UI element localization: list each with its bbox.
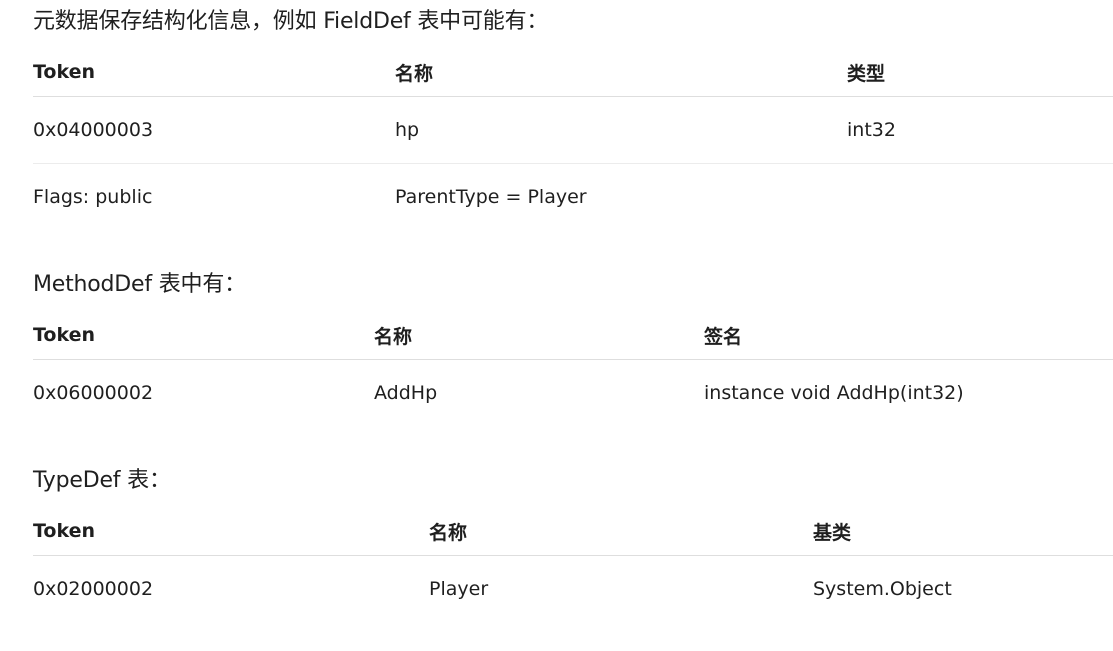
column-header-name: 名称 xyxy=(374,311,704,360)
table-header-row: Token 名称 类型 xyxy=(33,48,1113,97)
methoddef-table: Token 名称 签名 0x06000002 AddHp instance vo… xyxy=(33,311,1113,426)
table-cell: 0x06000002 xyxy=(33,382,154,404)
methoddef-paragraph: MethodDef 表中有： xyxy=(33,272,246,297)
column-header-token: Token xyxy=(33,311,374,360)
column-header-type: 类型 xyxy=(847,48,1113,97)
intro-paragraph: 元数据保存结构化信息，例如 FieldDef 表中可能有： xyxy=(33,9,549,34)
table-row: 0x06000002 AddHp instance void AddHp(int… xyxy=(33,360,1113,427)
table-cell: instance void AddHp(int32) xyxy=(704,382,964,404)
column-header-token: Token xyxy=(33,507,429,556)
table-row: 0x04000003 hp int32 xyxy=(33,96,1113,164)
column-header-signature: 签名 xyxy=(704,311,1113,360)
typedef-paragraph: TypeDef 表： xyxy=(33,468,171,493)
table-cell: int32 xyxy=(847,96,1113,164)
table-cell: ParentType = Player xyxy=(395,186,587,208)
table-cell: 0x04000003 xyxy=(33,96,395,164)
table-cell: Flags: public xyxy=(33,186,153,208)
table-row: 0x02000002 Player System.Object xyxy=(33,556,1113,623)
column-header-name: 名称 xyxy=(395,48,847,97)
table-cell xyxy=(847,164,1113,231)
column-header-name: 名称 xyxy=(429,507,813,556)
table-cell: Player xyxy=(429,578,489,600)
table-cell: AddHp xyxy=(374,382,438,404)
table-cell: System.Object xyxy=(813,578,952,600)
typedef-table: Token 名称 基类 0x02000002 Player System.Obj… xyxy=(33,507,1113,622)
table-header-row: Token 名称 签名 xyxy=(33,311,1113,360)
fielddef-table: Token 名称 类型 0x04000003 hp int32 Flags: p… xyxy=(33,48,1113,230)
table-cell: hp xyxy=(395,96,847,164)
column-header-base-class: 基类 xyxy=(813,507,1113,556)
table-header-row: Token 名称 基类 xyxy=(33,507,1113,556)
column-header-token: Token xyxy=(33,48,395,97)
table-cell: 0x02000002 xyxy=(33,578,154,600)
table-row: Flags: public ParentType = Player xyxy=(33,164,1113,231)
